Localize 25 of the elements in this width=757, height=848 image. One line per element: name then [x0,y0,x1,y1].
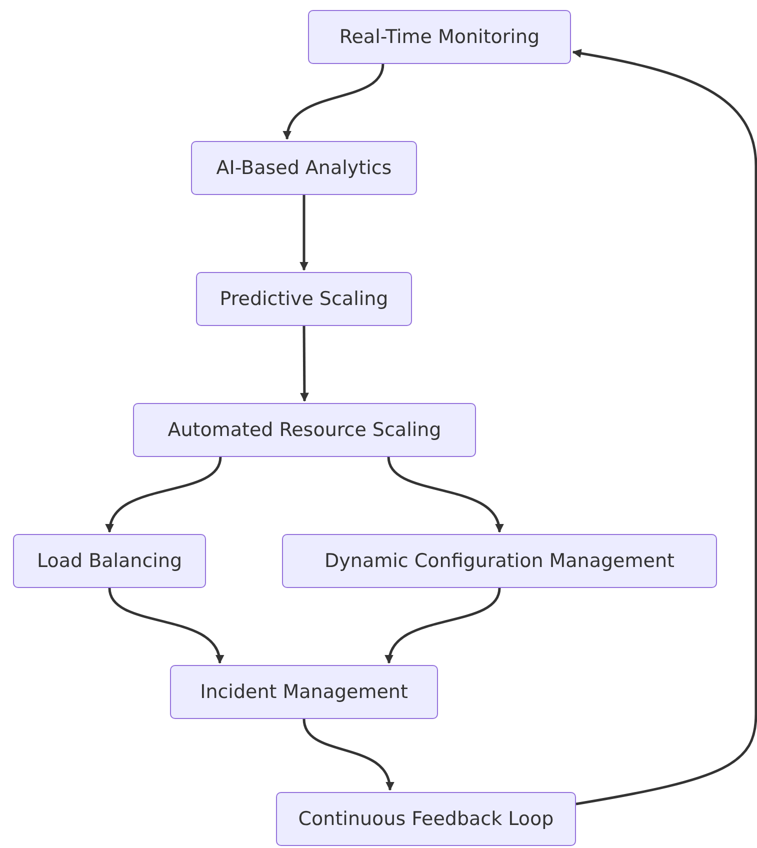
node-label: AI-Based Analytics [216,157,392,179]
node-label: Incident Management [200,681,408,703]
node-label: Predictive Scaling [220,288,388,310]
arrow [284,64,384,140]
node-label: Real-Time Monitoring [339,26,540,48]
process-box [191,141,417,195]
arrow [387,456,502,533]
process-box [282,534,717,588]
arrow [300,195,308,271]
arrow [106,456,222,533]
node-label: Automated Resource Scaling [168,419,442,441]
node-label: Load Balancing [36,550,182,572]
arrow [572,48,757,806]
arrow [386,588,501,664]
arrow [300,326,309,402]
arrow [302,718,394,791]
process-box [133,403,476,457]
process-box [196,272,412,326]
process-box [308,10,571,64]
process-box [276,792,576,846]
process-box [170,665,438,719]
node-label: Continuous Feedback Loop [298,808,554,830]
arrow [108,588,223,664]
node-label: Dynamic Configuration Management [324,550,674,572]
process-box [13,534,206,588]
